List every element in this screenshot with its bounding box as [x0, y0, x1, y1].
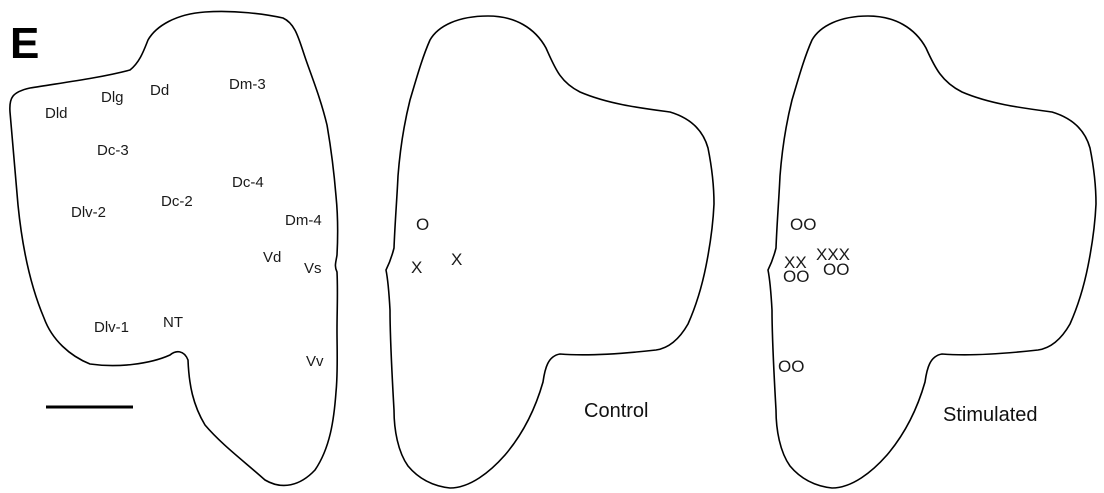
section-stimulated: OO XX XXX OO OO OO Stimulated [767, 15, 1097, 489]
section-control: O X X Control [385, 15, 715, 489]
marker-stimulated-xxx: XXX [816, 245, 850, 264]
region-label-dlg: Dlg [101, 89, 124, 106]
panel-letter: E [10, 19, 39, 68]
marker-stimulated-xx: XX [784, 253, 807, 272]
region-label-vv: Vv [306, 353, 324, 370]
section-caption-control: Control [584, 400, 648, 422]
region-label-nt: NT [163, 314, 183, 331]
region-label-dlv-2: Dlv-2 [71, 204, 106, 221]
region-label-dc-2: Dc-2 [161, 193, 193, 210]
marker-control-x-1: X [411, 258, 422, 277]
section-annotated: Dld Dlg Dd Dm-3 Dc-3 Dc-4 Dlv-2 Dc-2 Dm-… [9, 10, 339, 487]
region-label-dm-4: Dm-4 [285, 212, 322, 229]
region-label-dc-4: Dc-4 [232, 174, 264, 191]
marker-stimulated-oo-1: OO [790, 215, 816, 234]
marker-stimulated-oo-3: OO [823, 260, 849, 279]
region-label-dd: Dd [150, 82, 169, 99]
region-label-vd: Vd [263, 249, 281, 266]
section-outline-stimulated [767, 15, 1097, 489]
region-label-dlv-1: Dlv-1 [94, 319, 129, 336]
section-caption-stimulated: Stimulated [943, 404, 1038, 426]
region-label-dm-3: Dm-3 [229, 76, 266, 93]
region-label-dc-3: Dc-3 [97, 142, 129, 159]
section-outline-control [385, 15, 715, 489]
marker-stimulated-oo-4: OO [778, 357, 804, 376]
marker-control-x-2: X [451, 250, 462, 269]
marker-control-o: O [416, 215, 429, 234]
marker-stimulated-oo-2: OO [783, 267, 809, 286]
region-label-dld: Dld [45, 105, 68, 122]
section-outline-annotated [9, 10, 339, 487]
region-label-vs: Vs [304, 260, 322, 277]
